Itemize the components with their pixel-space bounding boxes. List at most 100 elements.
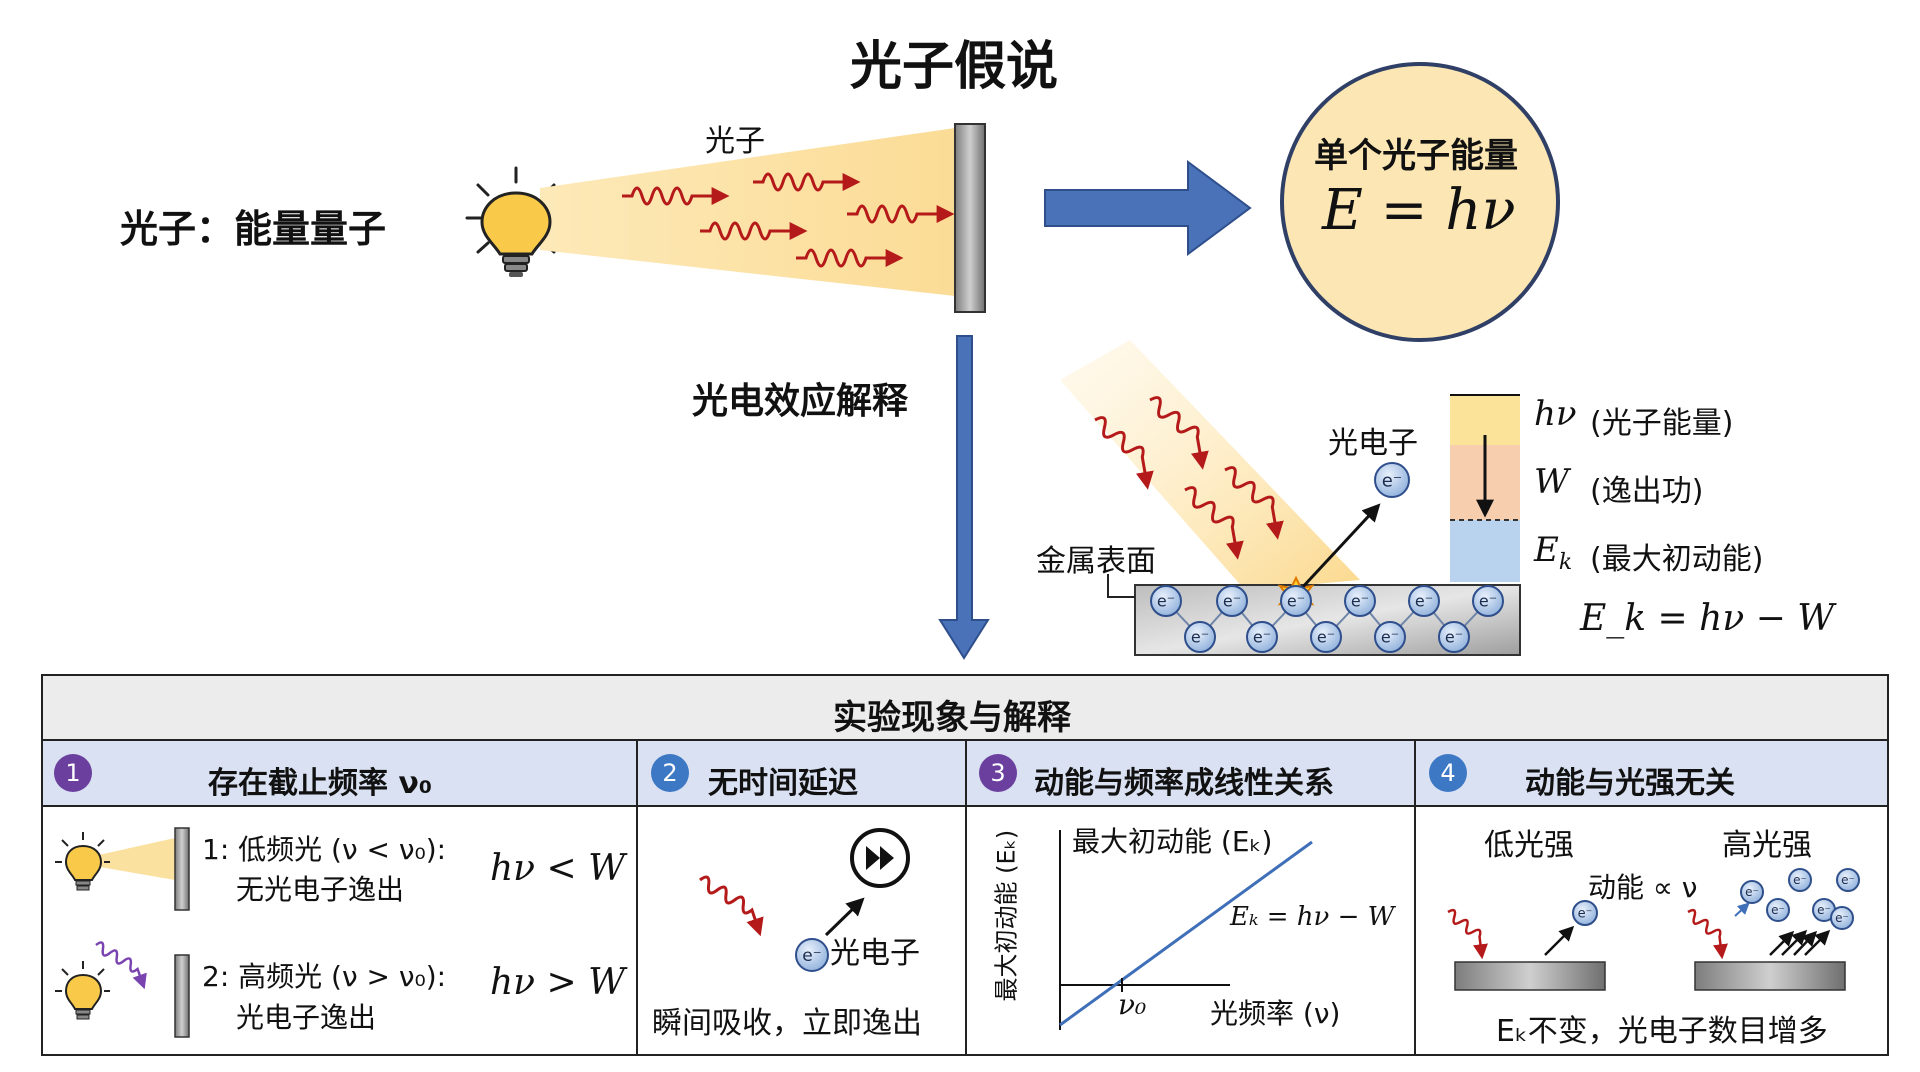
- table-header-band: [43, 676, 1887, 740]
- s3-y-label: 最大初动能 (Eₖ): [992, 829, 1021, 1002]
- single-energy-formula: E = hν: [1322, 178, 1516, 243]
- section-2-title: 无时间延迟: [708, 766, 858, 801]
- s4-caption: Eₖ不变，光电子数目增多: [1496, 1014, 1828, 1049]
- section-1-title: 存在截止频率 ν₀: [208, 766, 433, 801]
- s3-graph-axes: [1059, 830, 1230, 1030]
- section-2-number: 2: [651, 754, 689, 792]
- table-grid-lines: [42, 739, 1888, 1055]
- table-header: 实验现象与解释: [833, 698, 1071, 738]
- s4-proportional-label: 动能 ∝ ν: [1588, 871, 1698, 904]
- s4-plate-low: [1454, 961, 1606, 991]
- svg-text:e⁻: e⁻: [1835, 911, 1849, 925]
- svg-text:e⁻: e⁻: [1382, 470, 1403, 491]
- s1-low-inequality: hν < W: [490, 848, 626, 889]
- s4-arrows-high: [1769, 929, 1831, 956]
- electron: e⁻: [1740, 880, 1764, 904]
- electron: e⁻: [1150, 585, 1182, 617]
- svg-text:e⁻: e⁻: [1253, 628, 1271, 647]
- svg-text:e⁻: e⁻: [802, 946, 821, 966]
- oblique-light-beam: [1060, 340, 1360, 590]
- svg-text:e⁻: e⁻: [1771, 903, 1785, 917]
- explain-label: 光电效应解释: [692, 381, 909, 422]
- s1-bulb-low: [55, 832, 175, 891]
- energy-ek-note: (最大初动能): [1590, 542, 1764, 577]
- s4-wave-low: [1447, 908, 1488, 960]
- s1-low-line2: 无光电子逸出: [236, 873, 405, 906]
- oblique-photon-waves: [1094, 396, 1284, 560]
- svg-text:e⁻: e⁻: [1287, 592, 1305, 611]
- svg-text:e⁻: e⁻: [1351, 592, 1369, 611]
- electron: e⁻: [1374, 621, 1406, 653]
- s4-arrow-low: [1544, 925, 1575, 956]
- svg-text:e⁻: e⁻: [1841, 873, 1855, 887]
- s1-low-line1: 1: 低频光 (ν < ν₀):: [202, 833, 447, 866]
- top-light-beam: [540, 128, 955, 296]
- electron: e⁻: [1216, 585, 1248, 617]
- top-metal-plate: [954, 123, 986, 313]
- electron: e⁻: [1836, 868, 1860, 892]
- s3-x-tick: ν₀: [1118, 988, 1147, 1021]
- energy-circle: [1280, 62, 1560, 342]
- svg-text:e⁻: e⁻: [1191, 628, 1209, 647]
- s4-plate-high: [1694, 961, 1846, 991]
- svg-text:e⁻: e⁻: [1578, 907, 1593, 922]
- energy-formula: E_k = hν − W: [1580, 598, 1835, 639]
- s2-red-wave: [699, 875, 764, 937]
- electron: e⁻: [1766, 898, 1790, 922]
- s3-graph-line-group: [1059, 840, 1313, 1027]
- section-3-number: 3: [979, 754, 1017, 792]
- electron: e⁻: [795, 938, 829, 972]
- s1-plate-high: [174, 954, 190, 1038]
- electron: e⁻: [1374, 462, 1410, 498]
- down-big-arrow: [938, 335, 990, 660]
- s1-high-inequality: hν > W: [490, 962, 626, 1003]
- s1-high-line2: 光电子逸出: [236, 1001, 377, 1034]
- svg-text:e⁻: e⁻: [1317, 628, 1335, 647]
- concept-label: 光子：能量量子: [120, 207, 387, 251]
- s2-electron-arrow: [824, 897, 865, 937]
- section-4-number: 4: [1429, 754, 1467, 792]
- s1-bulb-high: [55, 961, 110, 1020]
- photoelectron-label: 光电子: [1328, 426, 1418, 461]
- s1-plate-low: [174, 827, 190, 911]
- electron: e⁻: [1438, 621, 1470, 653]
- right-big-arrow: [1044, 160, 1252, 256]
- s1-high-line1: 2: 高频光 (ν > ν₀):: [202, 960, 447, 993]
- svg-text:e⁻: e⁻: [1817, 903, 1831, 917]
- electron: e⁻: [1472, 585, 1504, 617]
- svg-text:e⁻: e⁻: [1793, 873, 1807, 887]
- svg-text:e⁻: e⁻: [1745, 885, 1759, 899]
- energy-bar-ek: [1450, 520, 1520, 582]
- electron: e⁻: [1184, 621, 1216, 653]
- page-title: 光子假说: [850, 37, 1059, 97]
- energy-ek-symbol: Ek: [1534, 530, 1573, 575]
- s2-caption: 瞬间吸收，立即逸出: [652, 1006, 922, 1041]
- top-photon-waves: [622, 172, 955, 268]
- s3-x-label: 光频率 (ν): [1210, 997, 1341, 1030]
- energy-w-note: (逸出功): [1590, 474, 1704, 509]
- electron-layer: e⁻ e⁻ e⁻ e⁻ e⁻ e⁻ e⁻ e⁻ e⁻ e⁻ e⁻ e⁻ e⁻ e⁻ e⁻ e⁻ e⁻ e⁻ e⁻ e⁻: [795, 462, 1860, 972]
- s3-line-label: Eₖ = hν − W: [1230, 902, 1395, 932]
- svg-text:e⁻: e⁻: [1415, 592, 1433, 611]
- energy-w-symbol: W: [1534, 462, 1569, 502]
- section-4-title: 动能与光强无关: [1525, 766, 1735, 801]
- s2-fast-forward-glyph: [866, 846, 894, 870]
- svg-text:e⁻: e⁻: [1381, 628, 1399, 647]
- energy-hv-note: (光子能量): [1590, 406, 1734, 441]
- electron-escape-arrow: [1298, 503, 1381, 592]
- electron: e⁻: [1788, 868, 1812, 892]
- svg-text:e⁻: e⁻: [1445, 628, 1463, 647]
- s4-wave-high: [1687, 908, 1728, 960]
- electron: e⁻: [1408, 585, 1440, 617]
- top-bulb-body: [480, 191, 552, 277]
- s2-electron-label: 光电子: [830, 936, 920, 971]
- svg-text:e⁻: e⁻: [1223, 592, 1241, 611]
- metal-pointer-line: [1107, 574, 1135, 598]
- electron: e⁻: [1572, 900, 1598, 926]
- electron: e⁻: [1310, 621, 1342, 653]
- metal-label: 金属表面: [1036, 544, 1156, 579]
- section-1-number: 1: [54, 754, 92, 792]
- s4-high-label: 高光强: [1722, 828, 1812, 863]
- electron: e⁻: [1280, 585, 1312, 617]
